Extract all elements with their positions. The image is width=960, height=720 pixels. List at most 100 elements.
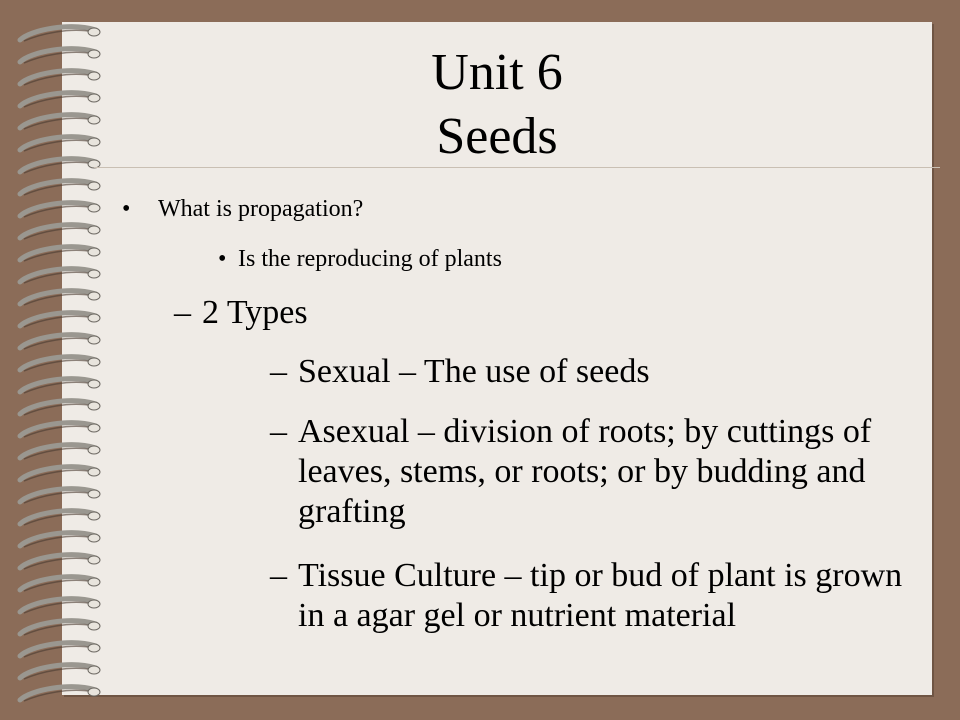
binding-ring-shadow: [23, 469, 95, 482]
binding-ring: [17, 420, 99, 439]
binding-hole: [87, 203, 101, 213]
binding-ring: [17, 464, 99, 483]
binding-ring: [17, 684, 99, 703]
bullet-types-text: 2 Types: [202, 294, 308, 331]
binding-ring: [17, 530, 99, 549]
binding-hole: [87, 445, 101, 455]
binding-ring-shadow: [23, 689, 95, 702]
binding-ring-shadow: [23, 359, 95, 372]
binding-ring-shadow: [23, 51, 95, 64]
binding-hole: [87, 687, 101, 697]
binding-ring: [17, 156, 99, 175]
binding-hole: [87, 489, 101, 499]
slide-page: [62, 22, 932, 695]
binding-ring-shadow: [23, 205, 95, 218]
bullet-question-text: What is propagation?: [158, 196, 364, 222]
binding-ring-shadow: [23, 271, 95, 284]
binding-ring: [17, 46, 99, 65]
binding-ring-shadow: [23, 315, 95, 328]
binding-ring-shadow: [23, 95, 95, 108]
bullet-sexual: – Sexual – The use of seeds: [270, 352, 910, 392]
binding-ring-shadow: [23, 381, 95, 394]
binding-ring: [17, 486, 99, 505]
binding-ring: [17, 310, 99, 329]
bullet-asexual-text: Asexual – division of roots; by cuttings…: [298, 413, 872, 530]
binding-ring: [17, 640, 99, 659]
binding-hole: [87, 577, 101, 587]
binding-ring: [17, 662, 99, 681]
binding-hole: [87, 115, 101, 125]
binding-ring-shadow: [23, 183, 95, 196]
binding-hole: [87, 665, 101, 675]
title-divider: [94, 167, 940, 168]
slide-title-line-2: Seeds: [436, 108, 558, 165]
bullet-tissue-culture: – Tissue Culture – tip or bud of plant i…: [270, 556, 910, 636]
binding-ring: [17, 618, 99, 637]
binding-hole: [87, 269, 101, 279]
binding-hole: [87, 533, 101, 543]
dash-marker: –: [270, 353, 287, 390]
binding-ring: [17, 266, 99, 285]
bullet-dot-icon: •: [218, 246, 227, 272]
binding-hole: [87, 313, 101, 323]
binding-hole: [87, 423, 101, 433]
slide-title-line-1: Unit 6: [431, 44, 563, 101]
binding-ring-shadow: [23, 645, 95, 658]
binding-ring: [17, 244, 99, 263]
binding-hole: [87, 467, 101, 477]
binding-ring: [17, 552, 99, 571]
binding-ring-shadow: [23, 403, 95, 416]
binding-ring-shadow: [23, 513, 95, 526]
binding-ring-shadow: [23, 535, 95, 548]
binding-ring-shadow: [23, 337, 95, 350]
bullet-sexual-text: Sexual – The use of seeds: [298, 353, 650, 390]
binding-ring-shadow: [23, 557, 95, 570]
binding-ring-shadow: [23, 161, 95, 174]
bullet-tissue-culture-text: Tissue Culture – tip or bud of plant is …: [298, 557, 903, 634]
binding-ring-shadow: [23, 601, 95, 614]
binding-hole: [87, 137, 101, 147]
binding-ring-shadow: [23, 293, 95, 306]
binding-hole: [87, 225, 101, 235]
dash-marker: –: [174, 294, 191, 331]
binding-hole: [87, 93, 101, 103]
binding-ring-shadow: [23, 623, 95, 636]
binding-ring: [17, 288, 99, 307]
dash-marker: –: [270, 413, 287, 450]
binding-hole: [87, 247, 101, 257]
binding-ring-shadow: [23, 73, 95, 86]
bullet-dot-icon: •: [122, 196, 131, 222]
binding-ring: [17, 508, 99, 527]
binding-hole: [87, 71, 101, 81]
binding-ring: [17, 134, 99, 153]
binding-ring: [17, 376, 99, 395]
spiral-binding-icon: [17, 24, 101, 703]
binding-ring-shadow: [23, 249, 95, 262]
binding-hole: [87, 643, 101, 653]
binding-ring: [17, 442, 99, 461]
binding-hole: [87, 511, 101, 521]
binding-ring-shadow: [23, 667, 95, 680]
binding-hole: [87, 291, 101, 301]
binding-hole: [87, 621, 101, 631]
binding-ring: [17, 354, 99, 373]
binding-hole: [87, 159, 101, 169]
binding-ring-shadow: [23, 139, 95, 152]
bullet-asexual: – Asexual – division of roots; by cuttin…: [270, 412, 910, 532]
binding-hole: [87, 599, 101, 609]
binding-ring: [17, 112, 99, 131]
binding-ring-shadow: [23, 491, 95, 504]
binding-ring: [17, 24, 99, 43]
binding-ring: [17, 200, 99, 219]
binding-ring-shadow: [23, 425, 95, 438]
binding-ring: [17, 178, 99, 197]
binding-hole: [87, 49, 101, 59]
binding-ring: [17, 332, 99, 351]
binding-ring-shadow: [23, 117, 95, 130]
binding-hole: [87, 401, 101, 411]
binding-ring: [17, 596, 99, 615]
binding-hole: [87, 379, 101, 389]
binding-hole: [87, 181, 101, 191]
binding-hole: [87, 335, 101, 345]
binding-ring-shadow: [23, 447, 95, 460]
